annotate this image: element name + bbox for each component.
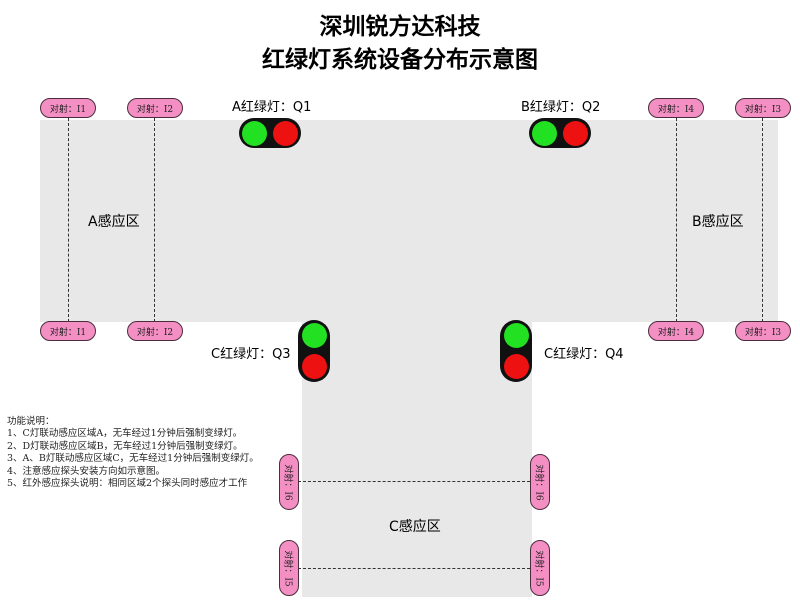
diagram-title-line1: 深圳锐方达科技 <box>319 14 481 40</box>
notes-item-4: 4、注意感应探头安装方向如示意图。 <box>7 465 166 477</box>
sensor-i3-bottom: 对射：I3 <box>735 321 791 341</box>
road-horizontal <box>40 120 778 322</box>
sensor-i4-top: 对射：I4 <box>648 98 704 118</box>
light-q2-label: B红绿灯：Q2 <box>521 100 601 115</box>
notes-heading: 功能说明： <box>7 416 55 427</box>
sensor-i5-right: 对射：I5 <box>530 540 550 596</box>
green-bulb <box>301 323 327 348</box>
sensor-i5-right-label: 对射：I5 <box>533 549 544 587</box>
notes-item-1: 1、C灯联动感应区域A，无车经过1分钟后强制变绿灯。 <box>7 428 243 440</box>
light-q1-label: A红绿灯：Q1 <box>232 100 312 115</box>
sensor-i5-left-label: 对射：I5 <box>282 549 293 587</box>
light-q3-label: C红绿灯：Q3 <box>211 347 291 362</box>
sensor-i2-bottom: 对射：I2 <box>127 321 183 341</box>
sensor-i1-bottom: 对射：I1 <box>40 321 96 341</box>
sensor-i2-top: 对射：I2 <box>127 98 183 118</box>
sensor-i6-right-label: 对射：I6 <box>533 463 544 501</box>
red-bulb <box>273 120 298 146</box>
beam-i2 <box>154 118 155 322</box>
road-vertical <box>302 322 532 597</box>
traffic-light-q3 <box>298 320 330 382</box>
function-notes: 功能说明： 1、C灯联动感应区域A，无车经过1分钟后强制变绿灯。 2、D灯联动感… <box>7 416 259 490</box>
green-bulb <box>242 120 267 146</box>
zone-a-label: A感应区 <box>88 214 140 230</box>
beam-i5 <box>298 568 530 569</box>
beam-i6 <box>298 481 530 482</box>
zone-c-label: C感应区 <box>389 519 441 535</box>
traffic-light-q4 <box>500 320 532 382</box>
light-q4-label: C红绿灯：Q4 <box>544 347 624 362</box>
beam-i1 <box>68 118 69 322</box>
traffic-light-q1 <box>239 118 301 148</box>
red-bulb <box>503 354 529 379</box>
green-bulb <box>532 120 557 146</box>
sensor-i5-left: 对射：I5 <box>279 540 299 596</box>
green-bulb <box>503 323 529 348</box>
diagram-title-line2: 红绿灯系统设备分布示意图 <box>262 47 538 73</box>
notes-item-3: 3、A、B灯联动感应区域C，无车经过1分钟后强制变绿灯。 <box>7 453 259 465</box>
sensor-i6-left-label: 对射：I6 <box>282 463 293 501</box>
sensor-i3-top: 对射：I3 <box>735 98 791 118</box>
red-bulb <box>301 354 327 379</box>
beam-i3 <box>762 118 763 322</box>
notes-item-5: 5、红外感应探头说明：相同区域2个探头同时感应才工作 <box>7 478 248 490</box>
sensor-i1-top: 对射：I1 <box>40 98 96 118</box>
traffic-light-q2 <box>529 118 591 148</box>
sensor-i6-right: 对射：I6 <box>530 454 550 510</box>
beam-i4 <box>676 118 677 322</box>
sensor-i4-bottom: 对射：I4 <box>648 321 704 341</box>
notes-item-2: 2、D灯联动感应区域B，无车经过1分钟后强制变绿灯。 <box>7 440 243 452</box>
zone-b-label: B感应区 <box>692 214 744 230</box>
sensor-i6-left: 对射：I6 <box>279 454 299 510</box>
red-bulb <box>563 120 588 146</box>
